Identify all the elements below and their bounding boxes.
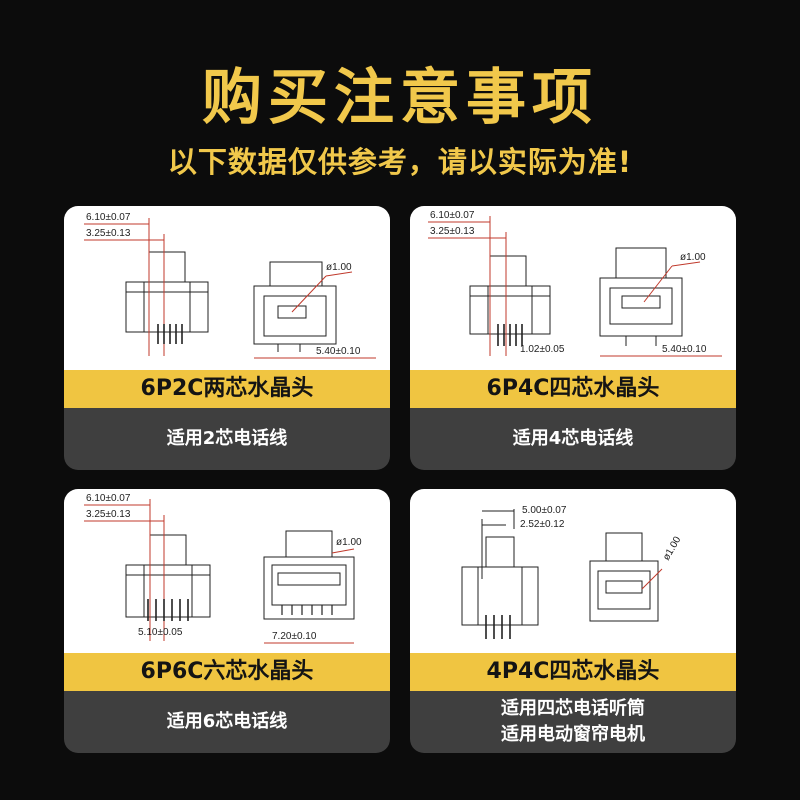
page-title: 购买注意事项 — [202, 63, 598, 133]
product-name: 6P2C两芯水晶头 — [64, 370, 390, 408]
dim-d-label: ø1.00 — [661, 534, 684, 562]
product-card-6p4c[interactable]: 6.10±0.07 3.25±0.13 1.02±0.05 ø1.00 5.40… — [410, 206, 736, 470]
description-line: 适用四芯电话听筒 — [501, 698, 645, 719]
dim-d-label: ø1.00 — [680, 252, 706, 263]
dim-a-label: 6.10±0.07 — [86, 212, 131, 223]
connector-drawing: 6.10±0.07 3.25±0.13 1.02±0.05 ø1.00 5.40… — [410, 206, 736, 370]
connector-drawing: 5.00±0.07 2.52±0.12 ø1.00 — [410, 489, 736, 653]
rj9-4p4c-drawing: 5.00±0.07 2.52±0.12 ø1.00 — [461, 505, 684, 639]
dim-w-label: 5.40±0.10 — [316, 346, 361, 357]
description-line: 适用4芯电话线 — [512, 428, 634, 449]
product-description: 适用6芯电话线 — [64, 691, 390, 753]
dim-b-label: 3.25±0.13 — [86, 509, 131, 520]
product-description: 适用四芯电话听筒 适用电动窗帘电机 — [410, 691, 736, 753]
rj12-6p6c-drawing: 6.10±0.07 3.25±0.13 5.10±0.05 ø1.00 7.20… — [84, 493, 362, 644]
product-name: 4P4C四芯水晶头 — [410, 653, 736, 691]
dim-w-label: 5.40±0.10 — [662, 344, 707, 355]
product-card-6p6c[interactable]: 6.10±0.07 3.25±0.13 5.10±0.05 ø1.00 7.20… — [64, 489, 390, 753]
connector-drawing: 6.10±0.07 3.25±0.13 5.10±0.05 ø1.00 7.20… — [64, 489, 390, 653]
dim-p-label: 1.02±0.05 — [520, 344, 565, 355]
rj11-6p2c-drawing: 6.10±0.07 3.25±0.13 ø1.00 5.40±0.10 — [84, 212, 376, 359]
dim-w-label: 7.20±0.10 — [272, 631, 317, 642]
dim-d-label: ø1.00 — [336, 537, 362, 548]
product-card-4p4c[interactable]: 5.00±0.07 2.52±0.12 ø1.00 4P4C四芯水晶头 适用四芯… — [410, 489, 736, 753]
product-description: 适用4芯电话线 — [410, 408, 736, 470]
dim-b-label: 3.25±0.13 — [86, 228, 131, 239]
product-name: 6P4C四芯水晶头 — [410, 370, 736, 408]
description-line: 适用6芯电话线 — [166, 711, 288, 732]
product-name: 6P6C六芯水晶头 — [64, 653, 390, 691]
product-description: 适用2芯电话线 — [64, 408, 390, 470]
connector-drawing: 6.10±0.07 3.25±0.13 ø1.00 5.40±0.10 — [64, 206, 390, 370]
dim-a-label: 6.10±0.07 — [430, 210, 475, 221]
dim-b-label: 3.25±0.13 — [430, 226, 475, 237]
dim-a-label: 5.00±0.07 — [522, 505, 567, 516]
dim-p-label: 5.10±0.05 — [138, 627, 183, 638]
dim-d-label: ø1.00 — [326, 262, 352, 273]
dim-a-label: 6.10±0.07 — [86, 493, 131, 504]
product-card-6p2c[interactable]: 6.10±0.07 3.25±0.13 ø1.00 5.40±0.10 6P2C… — [64, 206, 390, 470]
description-line: 适用2芯电话线 — [166, 428, 288, 449]
description-line: 适用电动窗帘电机 — [501, 724, 645, 745]
rj11-6p4c-drawing: 6.10±0.07 3.25±0.13 1.02±0.05 ø1.00 5.40… — [428, 210, 722, 357]
dim-b-label: 2.52±0.12 — [520, 519, 565, 530]
page-subtitle: 以下数据仅供参考，请以实际为准! — [167, 145, 633, 179]
